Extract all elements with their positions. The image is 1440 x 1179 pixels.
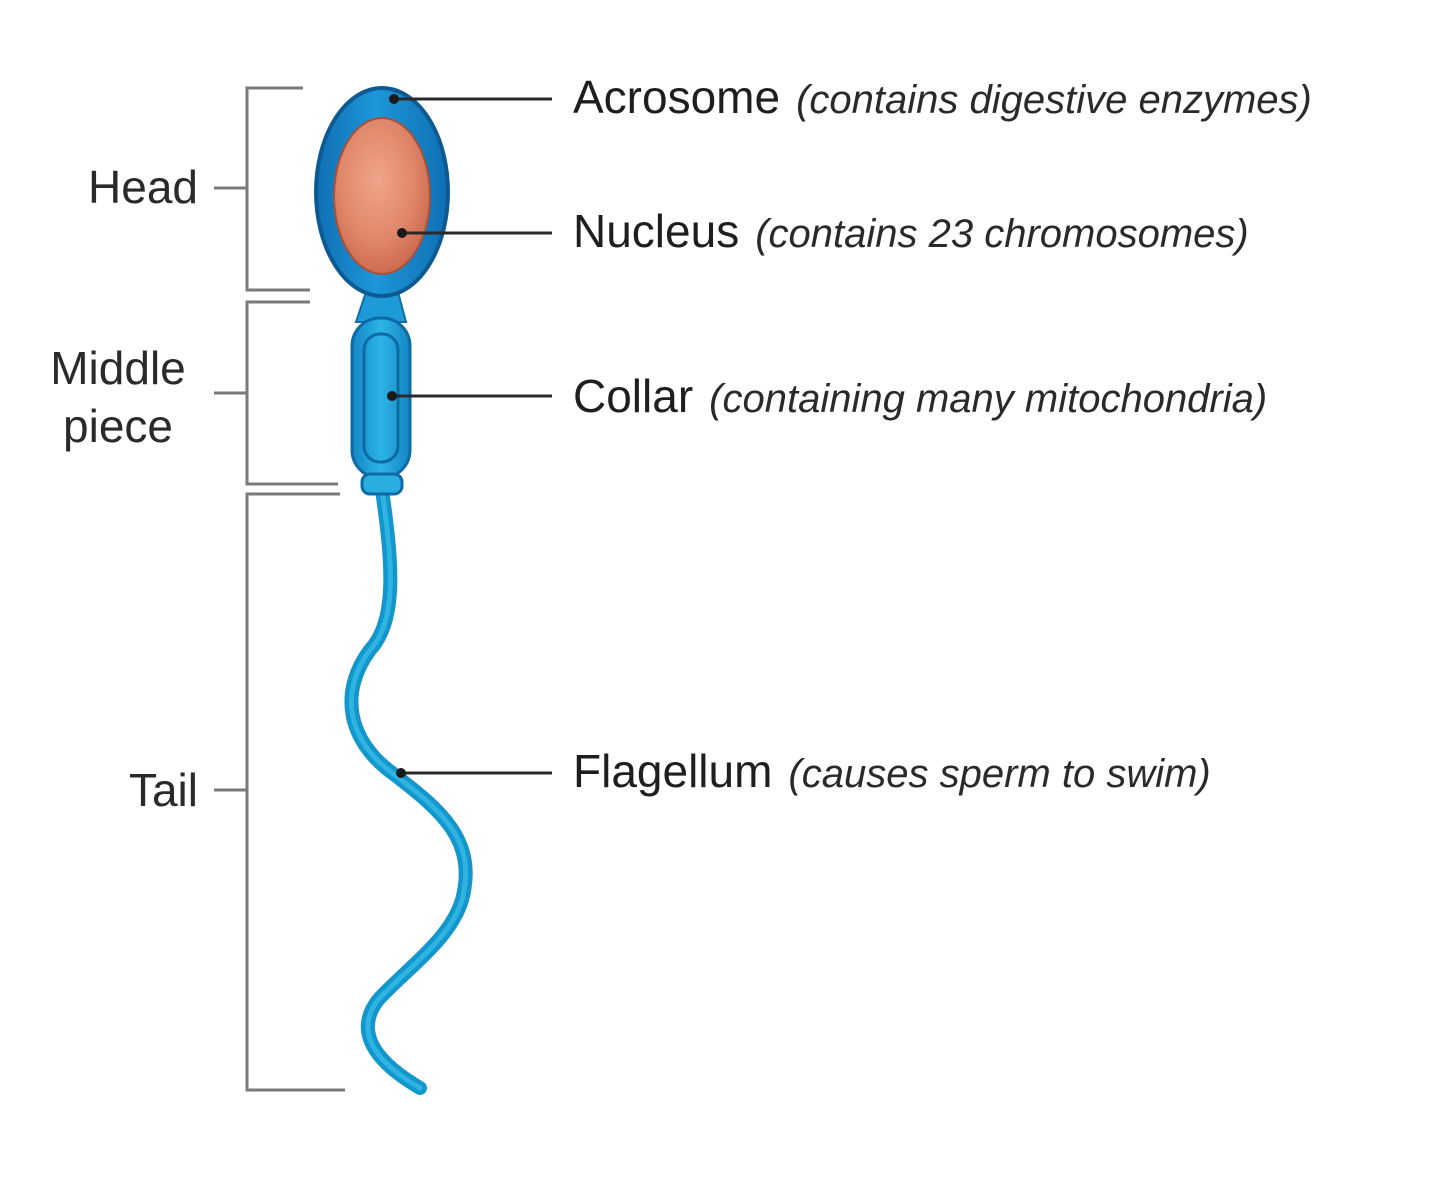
middle-piece-bracket bbox=[214, 300, 338, 486]
collar-name: Collar bbox=[573, 370, 693, 422]
flagellum-callout: Flagellum (causes sperm to swim) bbox=[573, 745, 1211, 797]
midpiece-shape bbox=[350, 316, 412, 480]
sperm-cell bbox=[314, 86, 473, 1095]
head-bracket bbox=[214, 86, 310, 292]
acrosome-leader bbox=[389, 94, 552, 104]
nucleus-name: Nucleus bbox=[573, 205, 739, 257]
flagellum-name: Flagellum bbox=[573, 745, 772, 797]
middle-piece-label-line2: piece bbox=[63, 400, 173, 452]
collar-leader bbox=[387, 391, 552, 401]
tail-label: Tail bbox=[129, 764, 198, 816]
nucleus-callout: Nucleus (contains 23 chromosomes) bbox=[573, 205, 1249, 257]
acrosome-name: Acrosome bbox=[573, 71, 780, 123]
acrosome-note: (contains digestive enzymes) bbox=[796, 78, 1312, 122]
head-label: Head bbox=[88, 161, 198, 213]
flagellum-leader bbox=[396, 768, 552, 778]
tail-bracket bbox=[214, 492, 345, 1092]
flagellum-note: (causes sperm to swim) bbox=[788, 752, 1210, 796]
acrosome-callout: Acrosome (contains digestive enzymes) bbox=[573, 71, 1312, 123]
middle-piece-label-line1: Middle bbox=[50, 342, 186, 394]
nucleus-note: (contains 23 chromosomes) bbox=[755, 212, 1249, 256]
collar-callout: Collar (containing many mitochondria) bbox=[573, 370, 1267, 422]
collar-note: (containing many mitochondria) bbox=[709, 377, 1267, 421]
nucleus-shape bbox=[333, 117, 431, 275]
nucleus-leader bbox=[397, 228, 552, 238]
flagellum-shape bbox=[344, 483, 473, 1095]
